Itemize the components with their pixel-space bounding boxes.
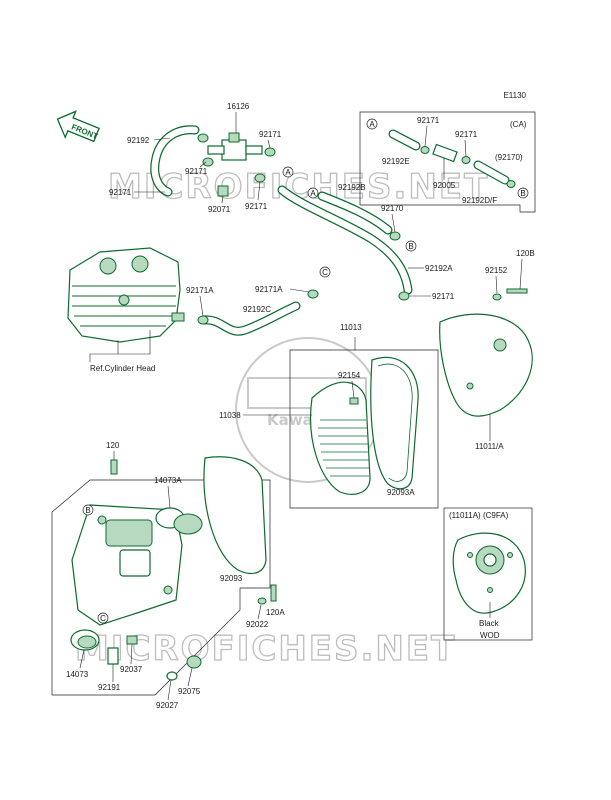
label-92192C: 92192C: [243, 305, 271, 314]
svg-text:C: C: [322, 268, 328, 277]
label-11011A: 11011/A: [475, 442, 504, 451]
clamp-92171A-2: [307, 289, 319, 299]
element-box-11013: [289, 337, 439, 509]
label-92171-d: 92171: [245, 202, 268, 211]
tag-A-ca: A: [366, 118, 378, 130]
pipe-92037: [126, 635, 138, 645]
svg-text:B: B: [85, 506, 90, 515]
ca-label-92171-1: 92171: [417, 116, 440, 125]
ca-label-92171-2: 92171: [455, 130, 478, 139]
label-92171A-1: 92171A: [186, 286, 214, 295]
label-92152: 92152: [485, 266, 508, 275]
cap-92075: [186, 655, 202, 669]
label-92093A: 92093A: [387, 488, 415, 497]
svg-text:B: B: [520, 189, 525, 198]
svg-text:A: A: [310, 189, 316, 198]
tag-A-2: A: [307, 187, 319, 199]
tag-A-1: A: [282, 166, 294, 178]
c9fa-footer: WOD: [480, 631, 500, 640]
label-92075: 92075: [178, 687, 201, 696]
fitting-92171A: [171, 312, 185, 322]
diagram-code: E1130: [503, 91, 526, 100]
label-14073: 14073: [66, 670, 89, 679]
screw-120: [110, 459, 118, 475]
cylinder-head: [67, 247, 181, 343]
label-120B: 120B: [516, 249, 535, 258]
label-92171-b: 92171: [185, 167, 208, 176]
label-92037: 92037: [120, 665, 143, 674]
front-arrow-icon: FRONT: [56, 110, 100, 143]
backplate-frame: [51, 479, 271, 696]
screw-120B: [506, 288, 528, 294]
watermark-bottom: MICROFICHES.NET: [75, 629, 456, 669]
ca-title: (CA): [510, 120, 527, 129]
tag-B-1: B: [405, 240, 417, 252]
label-92154: 92154: [338, 371, 361, 380]
clamp-92170: [389, 231, 401, 241]
c9fa-title: (11011A) (C9FA): [449, 511, 509, 520]
ca-label-92170: (92170): [495, 153, 523, 162]
plug-92027: [166, 671, 178, 681]
backplate: [71, 504, 183, 626]
label-11038: 11038: [219, 411, 241, 420]
clamp-92171-b: [264, 147, 276, 157]
label-92171-a: 92171: [259, 130, 282, 139]
label-92192A: 92192A: [425, 264, 453, 273]
ca-label-92005: 92005: [433, 181, 456, 190]
label-120A: 120A: [266, 608, 285, 617]
label-120: 120: [106, 441, 120, 450]
label-92171-e: 92171: [432, 292, 455, 301]
label-92171A-2: 92171A: [255, 285, 283, 294]
clamp-92171-a: [197, 133, 209, 143]
label-92170: 92170: [381, 204, 404, 213]
washer-92152: [492, 293, 502, 301]
svg-text:A: A: [285, 168, 291, 177]
label-14073A: 14073A: [154, 476, 182, 485]
label-92027: 92027: [156, 701, 179, 710]
label-ref-cylinder-head: Ref.Cylinder Head: [90, 364, 155, 373]
label-16126: 16126: [227, 102, 250, 111]
tag-C-1: C: [319, 266, 331, 278]
ca-label-92192E: 92192E: [382, 157, 410, 166]
tag-B-2: B: [82, 504, 94, 516]
valve-16126: [207, 132, 263, 161]
svg-text:B: B: [408, 242, 413, 251]
washer-92022: [257, 597, 267, 605]
label-92093: 92093: [220, 574, 243, 583]
c9fa-box: (11011A) (C9FA) Black WOD: [443, 507, 533, 641]
label-92022: 92022: [246, 620, 269, 629]
label-92191: 92191: [98, 683, 121, 692]
ca-box: (CA) A B 92171 92171 92192E 92005 (92170…: [359, 111, 536, 213]
screw-120A: [270, 584, 277, 602]
clamp-92171A-1: [197, 315, 209, 325]
label-92192B: 92192B: [338, 183, 366, 192]
svg-text:A: A: [369, 120, 375, 129]
label-92171-c: 92171: [109, 188, 132, 197]
cover-11011A: [439, 313, 533, 417]
duct-14073: [70, 629, 100, 651]
clamp-92171-e: [398, 291, 410, 301]
seal-92191: [107, 647, 119, 665]
c9fa-color: Black: [479, 619, 500, 628]
gasket-92093: [203, 456, 267, 575]
svg-text:C: C: [100, 614, 106, 623]
label-11013: 11013: [340, 323, 362, 332]
clamp-92171-c: [202, 157, 214, 167]
label-92192: 92192: [127, 136, 150, 145]
screw-92154: [349, 397, 359, 405]
label-92071: 92071: [208, 205, 231, 214]
ca-label-92192DF: 92192D/F: [462, 196, 497, 205]
tag-B-ca: B: [517, 187, 529, 199]
cap-92071: [217, 185, 229, 197]
tag-C-2: C: [97, 612, 109, 624]
filter-92005: [432, 143, 458, 163]
clamp-92171-d: [254, 173, 266, 183]
